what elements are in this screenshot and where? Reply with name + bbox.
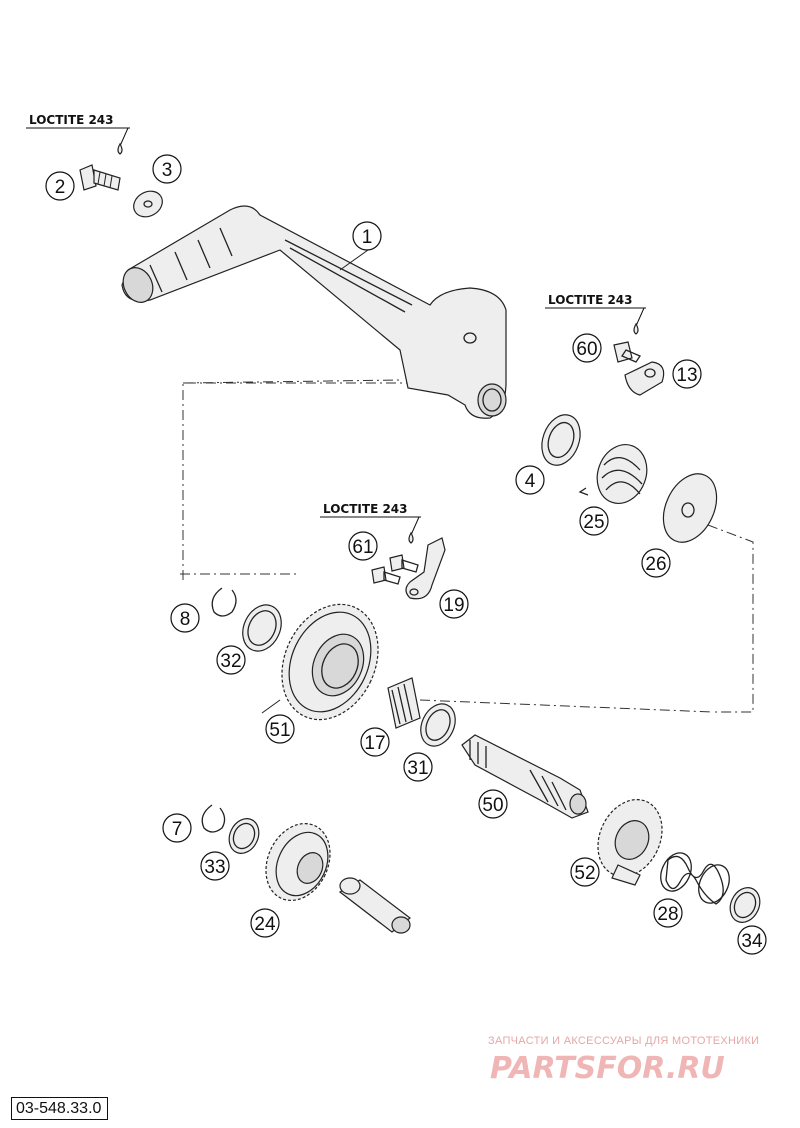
part-61-bolts	[371, 554, 419, 585]
callout-17: 17	[360, 727, 390, 757]
callout-32: 32	[216, 645, 246, 675]
callout-2: 2	[45, 171, 75, 201]
svg-text:61: 61	[352, 537, 373, 558]
svg-text:51: 51	[269, 720, 290, 741]
svg-text:31: 31	[407, 758, 428, 779]
svg-text:60: 60	[576, 339, 597, 360]
callout-51: 51	[265, 714, 295, 744]
part-17-needle-bearing	[387, 677, 421, 729]
part-60-bolt	[613, 341, 641, 363]
svg-text:28: 28	[657, 904, 678, 925]
loctite-callout-middle: LOCTITE 243	[320, 502, 421, 544]
callout-4: 4	[515, 465, 545, 495]
callout-7: 7	[162, 813, 192, 843]
part-28-spring	[660, 852, 730, 905]
part-19-guide-plate	[405, 537, 446, 600]
thread-lock-drop-icon	[408, 531, 414, 544]
part-13-bracket	[624, 361, 665, 396]
svg-text:24: 24	[254, 914, 276, 935]
callout-19: 19	[439, 589, 469, 619]
watermark-caption: ЗАПЧАСТИ И АКСЕССУАРЫ ДЛЯ МОТОТЕХНИКИ	[488, 1035, 759, 1047]
loctite-label: LOCTITE 243	[323, 502, 408, 516]
leader-lines	[261, 249, 369, 714]
svg-text:3: 3	[162, 160, 173, 181]
part-25-coil-spring	[578, 444, 648, 504]
svg-text:8: 8	[180, 609, 191, 630]
part-32-washer	[242, 604, 282, 652]
svg-text:32: 32	[220, 651, 241, 672]
thread-lock-drop-icon	[633, 322, 639, 335]
part-3-washer	[133, 190, 163, 218]
thread-lock-drop-icon	[117, 142, 123, 155]
part-31-washer	[420, 703, 456, 747]
watermark-logo: PARTSFOR.RU	[490, 1051, 725, 1086]
svg-text:26: 26	[645, 554, 666, 575]
svg-text:34: 34	[741, 931, 763, 952]
part-34-washer	[729, 887, 761, 923]
part-24-pin	[338, 877, 411, 934]
part-24-small-gear	[265, 822, 331, 902]
callout-26: 26	[641, 548, 671, 578]
part-26-disc	[662, 473, 718, 543]
svg-text:50: 50	[482, 795, 503, 816]
loctite-label: LOCTITE 243	[548, 293, 633, 307]
svg-text:7: 7	[172, 819, 183, 840]
callout-33: 33	[200, 851, 230, 881]
part-33-washer	[228, 818, 260, 854]
callout-34: 34	[737, 925, 767, 955]
part-callouts: 1 2 3 60 13 4 25 26 61 19 8 32 51 17 31 …	[45, 154, 767, 955]
callout-8: 8	[170, 603, 200, 633]
loctite-callout-right: LOCTITE 243	[545, 293, 646, 335]
svg-text:25: 25	[583, 512, 604, 533]
loctite-callout-top: LOCTITE 243	[26, 113, 130, 155]
svg-text:13: 13	[676, 365, 697, 386]
svg-text:19: 19	[443, 595, 464, 616]
assembly-axis-lines	[180, 379, 754, 713]
svg-text:4: 4	[525, 471, 536, 492]
callout-13: 13	[672, 359, 702, 389]
callout-1: 1	[352, 221, 382, 251]
part-2-screw	[79, 164, 121, 191]
drawing-code-label: 03-548.33.0	[11, 1097, 109, 1120]
part-8-circlip	[211, 587, 237, 617]
svg-text:1: 1	[362, 227, 373, 248]
callout-3: 3	[152, 154, 182, 184]
part-50-kick-shaft	[461, 734, 589, 819]
part-4-washer	[541, 414, 581, 466]
part-7-circlip	[201, 804, 226, 833]
loctite-label: LOCTITE 243	[29, 113, 114, 127]
svg-text:33: 33	[204, 857, 225, 878]
svg-text:2: 2	[55, 177, 66, 198]
svg-text:52: 52	[574, 863, 595, 884]
callout-24: 24	[250, 908, 280, 938]
callout-52: 52	[570, 857, 600, 887]
callout-28: 28	[653, 898, 683, 928]
part-52-ratchet-gear	[597, 798, 663, 886]
watermark: ЗАПЧАСТИ И АКСЕССУАРЫ ДЛЯ МОТОТЕХНИКИ PA…	[488, 1035, 759, 1086]
callout-31: 31	[403, 752, 433, 782]
callout-25: 25	[579, 506, 609, 536]
callout-60: 60	[572, 333, 602, 363]
callout-61: 61	[348, 531, 378, 561]
part-51-large-gear	[281, 603, 379, 721]
svg-text:17: 17	[364, 733, 385, 754]
callout-50: 50	[478, 789, 508, 819]
part-1-kick-lever	[121, 205, 507, 419]
